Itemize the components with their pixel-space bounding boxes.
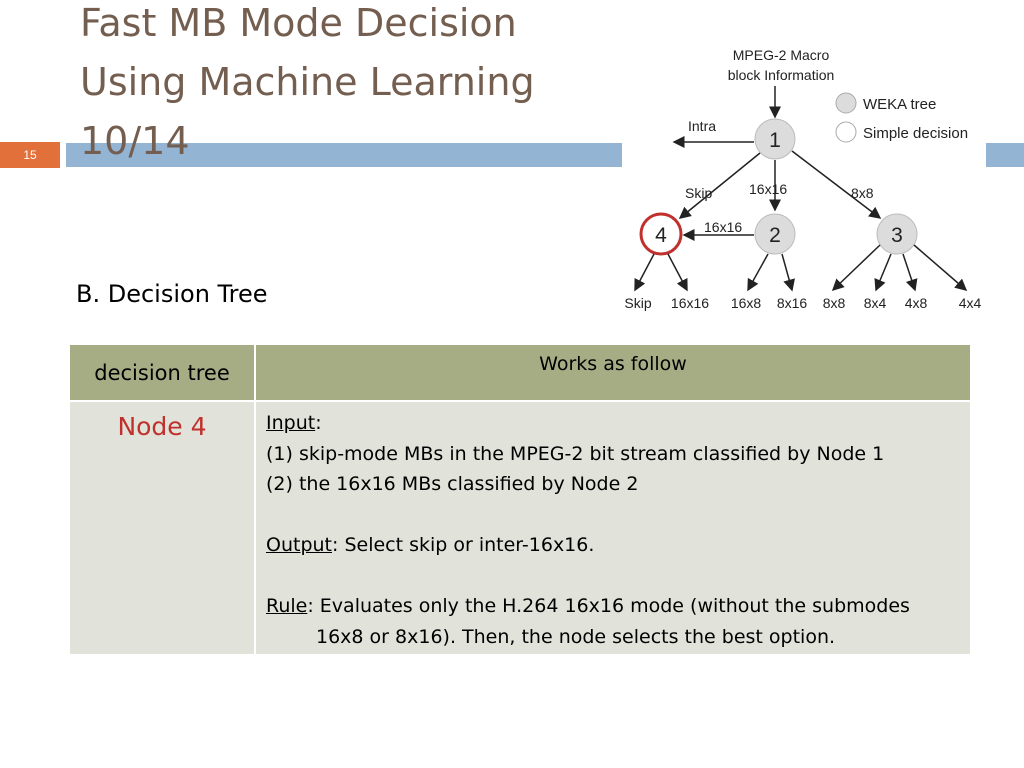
leaf-label: 4x8 xyxy=(905,295,928,311)
edge-8x8-label: 8x8 xyxy=(851,185,874,201)
input-label: Input xyxy=(266,412,316,434)
leaf-arrow-3-8x4 xyxy=(874,253,892,292)
input-line: Input: xyxy=(266,412,322,434)
leaf-label: 8x8 xyxy=(823,295,846,311)
legend-weka-label: WEKA tree xyxy=(863,96,936,113)
spacer xyxy=(266,500,962,531)
slide-title: Fast MB Mode Decision Using Machine Lear… xyxy=(80,0,600,171)
decision-tree-diagram: MPEG-2 Macro block Information WEKA tree… xyxy=(624,47,982,311)
output-text: : Select skip or inter-16x16. xyxy=(332,534,595,556)
tree-node-3 xyxy=(876,213,918,255)
leaf-label: 8x16 xyxy=(777,295,808,311)
tree-node-1 xyxy=(754,118,796,160)
header-band-right xyxy=(986,143,1024,167)
leaf-arrow-2-16x8 xyxy=(747,253,769,292)
leaf-arrow-4-16x16 xyxy=(667,253,688,292)
title-line-2: Using Machine Learning xyxy=(80,60,535,104)
edge-skip-label: Skip xyxy=(685,185,712,201)
tree-node-3-label: 3 xyxy=(891,224,903,247)
input-item-1: (1) skip-mode MBs in the MPEG-2 bit stre… xyxy=(266,442,885,465)
leaf-label: 16x8 xyxy=(731,295,762,311)
rule-text: : Evaluates only the H.264 16x16 mode (w… xyxy=(307,595,910,617)
leaf-arrow-3-8x8 xyxy=(831,244,881,292)
legend-weka-icon xyxy=(835,92,857,114)
table-header-decision-tree: decision tree xyxy=(68,343,256,402)
leaf-arrow-3-4x8 xyxy=(902,253,918,292)
input-item-2: (2) the 16x16 MBs classified by Node 2 xyxy=(266,473,639,495)
output-line: Output: Select skip or inter-16x16. xyxy=(266,530,962,561)
leaf-label: 8x4 xyxy=(864,295,887,311)
slide-number: 15 xyxy=(0,142,60,168)
node-name-cell: Node 4 xyxy=(68,400,256,656)
table-header-row: decision tree Works as follow xyxy=(68,343,972,402)
tree-node-1-label: 1 xyxy=(769,129,781,152)
decision-table: decision tree Works as follow Node 4 Inp… xyxy=(68,343,972,656)
leaf-label: Skip xyxy=(624,295,651,311)
output-label: Output xyxy=(266,534,332,556)
header-band-left xyxy=(66,143,622,167)
title-line-3: 10/14 xyxy=(80,119,190,163)
tree-node-2-label: 2 xyxy=(769,224,781,247)
legend-simple-icon xyxy=(835,121,857,143)
legend-simple-label: Simple decision xyxy=(863,125,968,142)
table-row: Node 4 Input: (1) skip-mode MBs in the M… xyxy=(68,400,972,656)
tree-node-4-label: 4 xyxy=(655,224,667,247)
tree-node-4 xyxy=(639,212,683,256)
node-description-cell: Input: (1) skip-mode MBs in the MPEG-2 b… xyxy=(254,400,972,656)
table-header-works-as-follow: Works as follow xyxy=(254,343,972,402)
section-heading: B. Decision Tree xyxy=(76,280,268,308)
leaf-label: 4x4 xyxy=(959,295,982,311)
leaf-arrow-4-skip xyxy=(634,253,655,292)
edge-2-to-4-label: 16x16 xyxy=(704,219,742,235)
input-label-line-1: MPEG-2 Macro xyxy=(733,47,830,63)
leaf-arrow-3-4x4 xyxy=(913,244,968,291)
rule-text-continued: 16x8 or 8x16). Then, the node selects th… xyxy=(316,625,836,648)
spacer xyxy=(266,561,962,592)
title-line-1: Fast MB Mode Decision xyxy=(80,1,517,45)
edge-16x16-label: 16x16 xyxy=(749,181,787,197)
intra-label: Intra xyxy=(688,118,716,134)
leaf-arrow-2-8x16 xyxy=(781,253,795,292)
input-label-line-2: block Information xyxy=(728,67,835,83)
edge-1-to-4 xyxy=(678,152,761,219)
tree-node-2 xyxy=(754,213,796,255)
edge-1-to-3 xyxy=(791,150,882,219)
leaf-label: 16x16 xyxy=(671,295,709,311)
rule-label: Rule xyxy=(266,595,308,617)
rule-line: Rule: Evaluates only the H.264 16x16 mod… xyxy=(266,591,962,622)
